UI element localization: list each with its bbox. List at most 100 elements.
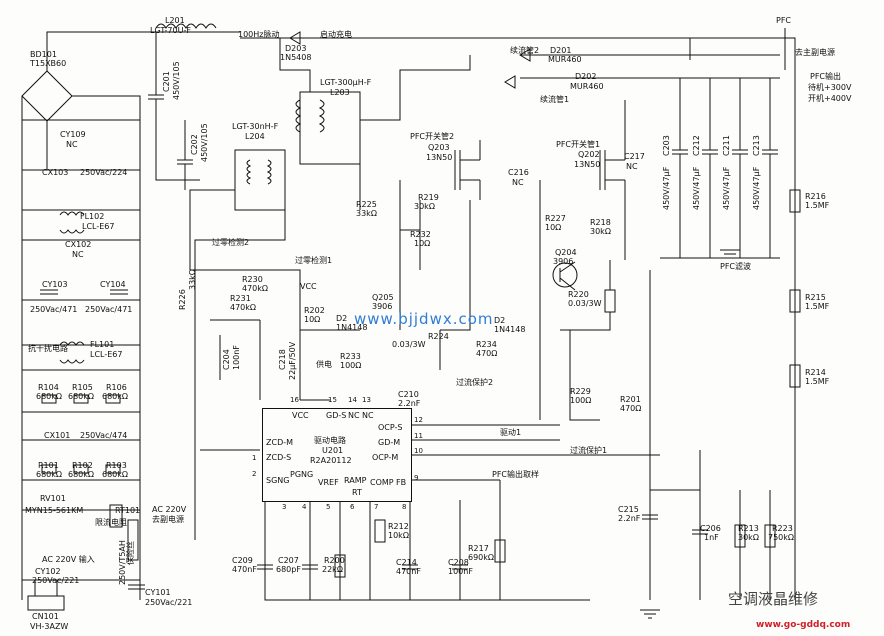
r202-value: 10Ω xyxy=(304,315,321,324)
r232-ref: R232 xyxy=(410,230,431,239)
c212-value: 450V/47μF xyxy=(692,166,701,210)
overcurrent-1: 过流保护1 xyxy=(570,446,608,455)
bridge-value: T15XB60 xyxy=(30,59,67,68)
l203-ref: L203 xyxy=(330,88,350,97)
c217-value: NC xyxy=(626,162,638,171)
r202-ref: R202 xyxy=(304,306,325,315)
pfc-output-title: PFC输出 xyxy=(810,72,842,81)
c213-ref: C213 xyxy=(752,135,761,156)
ic-pin-num-14: 14 xyxy=(348,396,357,404)
ic-ref: U201 xyxy=(322,446,344,455)
ac-output-label: AC 220V xyxy=(152,505,187,514)
fuse-label: 保险丝 xyxy=(126,541,135,565)
r233-value: 100Ω xyxy=(340,361,362,370)
pfc-terminal-note: 去主副电源 xyxy=(795,48,835,57)
ic-pin-num-9: 9 xyxy=(414,474,419,482)
cy103-value: 250Vac/471 xyxy=(30,305,78,314)
r102-value: 680kΩ xyxy=(68,470,95,479)
fuse-f101 xyxy=(127,519,139,561)
cx103-value: 250Vac/224 xyxy=(80,168,128,177)
r104-value: 680kΩ xyxy=(36,392,63,401)
ic-pin-ocp-s: OCP-S xyxy=(378,423,403,432)
emi-label: 抗干扰电路 xyxy=(28,344,68,353)
d201-ref: D201 xyxy=(550,46,572,55)
r106-value: 680kΩ xyxy=(102,392,129,401)
d2a-ref: D2 xyxy=(336,314,348,323)
output-rail xyxy=(520,28,786,79)
q205-ref: Q205 xyxy=(372,293,394,302)
cy109-ref: CY109 xyxy=(60,130,86,139)
ic-pin-ocp-m: OCP-M xyxy=(372,453,399,462)
r104-ref: R104 xyxy=(38,383,59,392)
d201-value: MUR460 xyxy=(548,55,582,64)
r218-value: 30kΩ xyxy=(590,227,611,236)
r229-value: 100Ω xyxy=(570,396,592,405)
c207-value: 680pF xyxy=(276,565,301,574)
r101-value: 680kΩ xyxy=(36,470,63,479)
ic-pin-sgng: SGNG xyxy=(266,476,290,485)
r219-value: 30kΩ xyxy=(414,202,435,211)
r215-ref: R215 xyxy=(805,293,826,302)
q202-role: PFC开关管1 xyxy=(556,140,601,149)
l204-ref: L204 xyxy=(245,132,265,141)
zero-detect-1: 过零检测1 xyxy=(295,256,333,265)
supply-label: 供电 xyxy=(316,360,332,369)
q204-value: 3906 xyxy=(553,257,574,266)
rt101-ref: RT101 xyxy=(115,506,141,515)
c216-value: NC xyxy=(512,178,524,187)
r234-value: 470Ω xyxy=(476,349,498,358)
cx102-value: NC xyxy=(72,250,84,259)
cap-c201 xyxy=(148,32,200,181)
brand-logo-text: 空调液晶维修 xyxy=(728,590,819,608)
rt101-value: 限流电阻 xyxy=(95,518,127,527)
overcurrent-2: 过流保护2 xyxy=(456,378,494,387)
r216-value: 1.5MF xyxy=(805,201,830,210)
r200-value: 22kΩ xyxy=(322,565,343,574)
d2a-value: 1N4148 xyxy=(336,323,368,332)
ic-pin-gd-m: GD-M xyxy=(378,438,401,447)
bridge-rectifier xyxy=(21,70,73,122)
r220-ref: R220 xyxy=(568,290,589,299)
cx101-ref: CX101 xyxy=(44,431,71,440)
diode-d201 xyxy=(519,48,531,62)
c207-ref: C207 xyxy=(278,556,299,565)
ic-part: R2A20112 xyxy=(310,456,352,465)
fl102-value: LCL-E67 xyxy=(82,222,115,231)
r201-ref: R201 xyxy=(620,395,641,404)
q202-value: 13N50 xyxy=(574,160,601,169)
ic-pin-comp: COMP xyxy=(370,478,394,487)
r232-value: 10Ω xyxy=(414,239,431,248)
ic-pin-num-11: 11 xyxy=(414,432,423,440)
c216-ref: C216 xyxy=(508,168,529,177)
ic-pin-num-6: 6 xyxy=(350,503,355,511)
r225-value: 33kΩ xyxy=(356,209,377,218)
driver-ic-u201 xyxy=(262,408,412,502)
r217-ref: R217 xyxy=(468,544,489,553)
cy103-ref: CY103 xyxy=(42,280,68,289)
r226-value: 33kΩ xyxy=(188,269,197,290)
choke-fl102 xyxy=(59,211,85,234)
diode-d202 xyxy=(504,75,516,89)
transformer-l203-frame xyxy=(299,91,361,165)
ic-pin-zcd-s: ZCD-S xyxy=(266,453,292,462)
footer-url: www.go-gddq.com xyxy=(756,620,851,630)
r219-ref: R219 xyxy=(418,193,439,202)
ic-pin-nc2: NC xyxy=(362,411,374,420)
ic-pin-nc1: NC xyxy=(348,411,360,420)
ic-pin-num-13: 13 xyxy=(362,396,371,404)
ic-pin-num-12: 12 xyxy=(414,416,423,424)
r227-ref: R227 xyxy=(545,214,566,223)
c215-ref: C215 xyxy=(618,505,639,514)
c211-ref: C211 xyxy=(722,135,731,156)
c202-value: 450V/105 xyxy=(200,123,209,162)
q203-value: 13N50 xyxy=(426,153,453,162)
hv-rail xyxy=(156,31,796,70)
d2b-ref: D2 xyxy=(494,316,506,325)
r103-ref: R103 xyxy=(106,461,127,470)
c214-value: 470nF xyxy=(396,567,421,576)
fl102-ref: FL102 xyxy=(80,212,105,221)
r234-ref: R234 xyxy=(476,340,497,349)
zero-detect-2: 过零检测2 xyxy=(212,238,250,247)
cx103-ref: CX103 xyxy=(42,168,69,177)
